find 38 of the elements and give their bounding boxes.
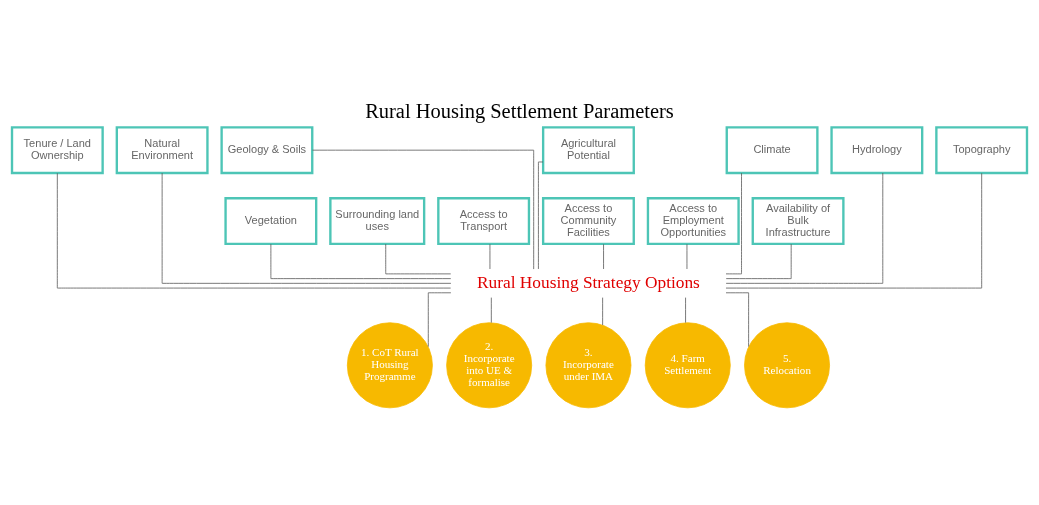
connector <box>602 296 604 326</box>
connector <box>538 161 544 269</box>
node-circle: 4. Farm Settlement <box>644 321 731 408</box>
node-box: Vegetation <box>224 196 318 245</box>
node-box: Hydrology <box>830 125 924 174</box>
connector <box>685 296 686 323</box>
connector <box>312 149 535 269</box>
node-box: Access to Community Facilities <box>541 196 635 245</box>
node-box: Access to Transport <box>437 196 531 245</box>
connector <box>56 172 452 288</box>
node-box: Tenure / Land Ownership <box>10 125 104 174</box>
node-circle: 1. CoT Rural Housing Programme <box>346 321 433 408</box>
node-box: Topography <box>935 125 1029 174</box>
connector <box>490 296 492 323</box>
diagram-title: Rural Housing Settlement Parameters <box>365 99 674 122</box>
connector <box>489 243 491 269</box>
node-circle: 2. Incorporate into UE & formalise <box>446 321 533 408</box>
node-box: Access to Employment Opportunities <box>646 196 740 245</box>
connector <box>161 172 452 284</box>
connector <box>603 243 604 269</box>
node-circle: 5. Relocation <box>744 321 830 408</box>
connector <box>725 172 983 288</box>
node-box: Agricultural Potential <box>541 125 635 174</box>
connector <box>725 172 884 284</box>
connector <box>427 291 452 347</box>
node-box: Surrounding land uses <box>329 196 426 245</box>
connector <box>270 243 452 279</box>
connector <box>725 172 742 274</box>
connector <box>385 243 452 274</box>
node-box: Climate <box>725 125 819 174</box>
connector <box>725 291 749 347</box>
node-box: Geology & Soils <box>220 125 314 174</box>
node-box: Natural Environment <box>115 125 209 174</box>
connector <box>725 243 792 279</box>
node-circle: 3. Incorporate under IMA <box>545 321 632 408</box>
node-text: Rural Housing Strategy Options <box>477 272 700 292</box>
node-box: Availability of Bulk Infrastructure <box>751 196 845 245</box>
connector <box>686 243 688 269</box>
